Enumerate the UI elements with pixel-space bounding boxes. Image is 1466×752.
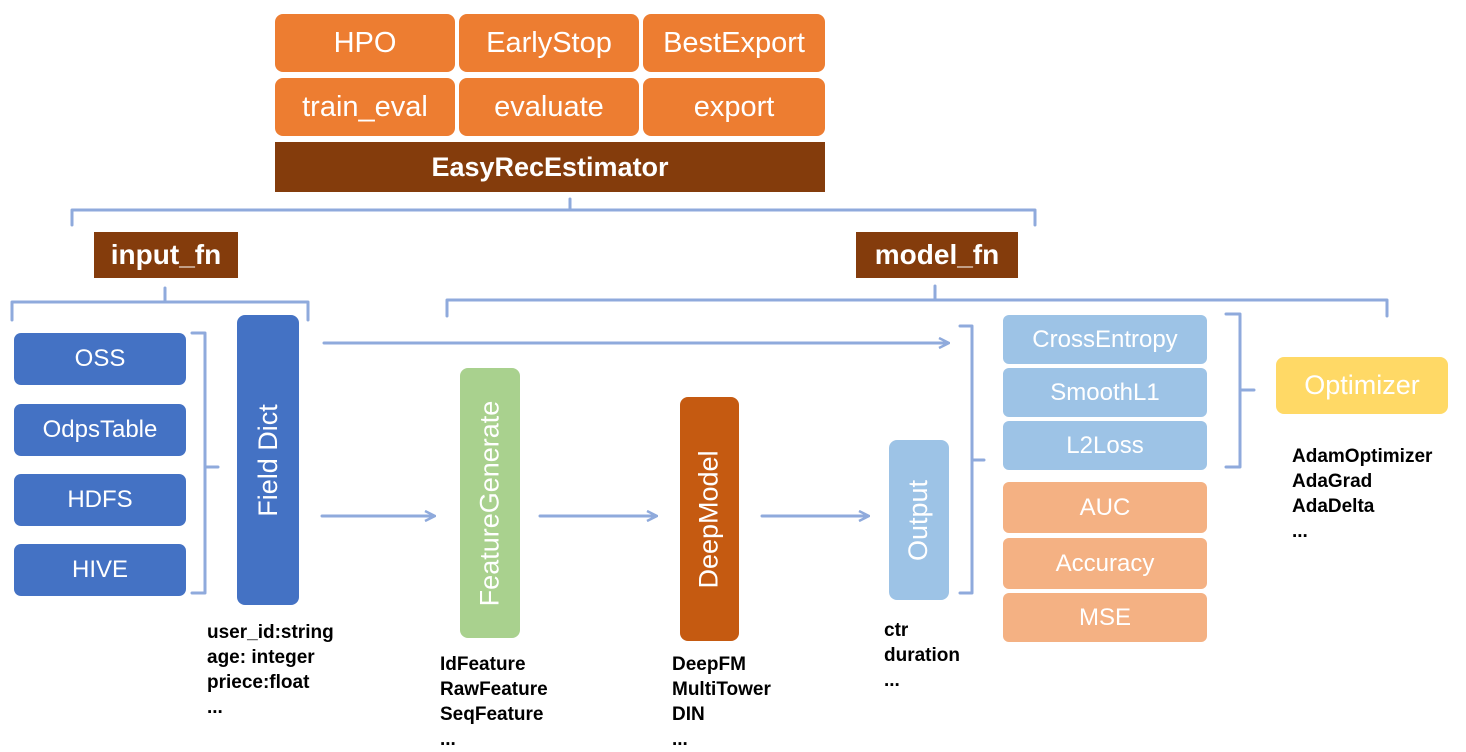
output-example: duration	[884, 645, 960, 666]
feature-example: ...	[440, 729, 456, 750]
early-stop-box: EarlyStop	[459, 14, 639, 72]
field-example: ...	[207, 697, 223, 718]
evaluate-box: evaluate	[459, 78, 639, 136]
best-export-box: BestExport	[643, 14, 825, 72]
field-dict-examples: user_id:string age: integer priece:float…	[207, 620, 334, 720]
optimizer-examples: AdamOptimizer AdaGrad AdaDelta ...	[1292, 444, 1432, 544]
deep-model-label: DeepModel	[694, 449, 724, 589]
feature-example: IdFeature	[440, 654, 526, 675]
field-dict-label: Field Dict	[252, 403, 283, 517]
field-example: priece:float	[207, 672, 310, 693]
output-label: Output	[903, 479, 934, 561]
best-export-label: BestExport	[663, 26, 805, 59]
train-eval-label: train_eval	[302, 90, 428, 123]
train-eval-box: train_eval	[275, 78, 455, 136]
loss-cross-entropy-label: CrossEntropy	[1032, 325, 1178, 353]
output-brace	[958, 324, 986, 595]
optimizer-example: AdamOptimizer	[1292, 446, 1433, 467]
optimizer-example: ...	[1292, 521, 1308, 542]
output-box: Output	[889, 440, 949, 600]
metric-mse-label: MSE	[1078, 603, 1131, 631]
field-dict-box: Field Dict	[237, 315, 299, 605]
loss-l2: L2Loss	[1003, 421, 1207, 470]
model-examples: DeepFM MultiTower DIN ...	[672, 652, 771, 752]
input-fn-label: input_fn	[110, 239, 222, 270]
metric-auc-label: AUC	[1079, 493, 1131, 521]
optimizer-label: Optimizer	[1304, 370, 1420, 400]
loss-brace	[1224, 312, 1256, 469]
loss-smooth-l1-label: SmoothL1	[1050, 378, 1160, 406]
feature-generate-label: FeatureGenerate	[474, 400, 505, 606]
source-hdfs-label: HDFS	[67, 486, 133, 513]
source-hive-label: HIVE	[71, 556, 128, 583]
model-fn-label-box: model_fn	[856, 232, 1018, 278]
model-example: MultiTower	[672, 679, 771, 700]
feature-example: RawFeature	[440, 679, 548, 700]
optimizer-example: AdaGrad	[1292, 471, 1373, 492]
metric-accuracy-label: Accuracy	[1055, 549, 1155, 577]
output-example: ctr	[884, 620, 909, 641]
field-example: user_id:string	[207, 622, 334, 643]
model-example: ...	[672, 729, 688, 750]
output-example: ...	[884, 670, 900, 691]
metric-accuracy: Accuracy	[1003, 538, 1207, 589]
model-fn-label: model_fn	[874, 239, 1000, 270]
source-odps-table: OdpsTable	[14, 404, 186, 456]
sources-brace	[190, 331, 220, 595]
model-example: DIN	[672, 704, 705, 725]
model-fn-brace	[445, 284, 1389, 318]
export-label: export	[693, 90, 775, 123]
loss-cross-entropy: CrossEntropy	[1003, 315, 1207, 364]
input-fn-brace	[10, 286, 310, 322]
early-stop-label: EarlyStop	[486, 26, 612, 59]
metric-mse: MSE	[1003, 593, 1207, 642]
field-example: age: integer	[207, 647, 315, 668]
hpo-label: HPO	[333, 26, 397, 59]
evaluate-label: evaluate	[494, 90, 604, 123]
source-hdfs: HDFS	[14, 474, 186, 526]
model-example: DeepFM	[672, 654, 746, 675]
hpo-box: HPO	[275, 14, 455, 72]
source-oss: OSS	[14, 333, 186, 385]
optimizer-box: Optimizer	[1276, 357, 1448, 414]
source-odps-table-label: OdpsTable	[42, 416, 158, 443]
estimator-brace	[70, 197, 1037, 227]
source-hive: HIVE	[14, 544, 186, 596]
export-box: export	[643, 78, 825, 136]
deep-model-box: DeepModel	[680, 397, 739, 641]
loss-smooth-l1: SmoothL1	[1003, 368, 1207, 417]
metric-auc: AUC	[1003, 482, 1207, 533]
optimizer-example: AdaDelta	[1292, 496, 1375, 517]
easyrec-estimator-label: EasyRecEstimator	[431, 151, 669, 182]
feature-generate-box: FeatureGenerate	[460, 368, 520, 638]
input-fn-label-box: input_fn	[94, 232, 238, 278]
feature-examples: IdFeature RawFeature SeqFeature ...	[440, 652, 548, 752]
feature-example: SeqFeature	[440, 704, 544, 725]
source-oss-label: OSS	[74, 345, 126, 372]
easyrec-estimator-bar: EasyRecEstimator	[275, 142, 825, 192]
output-examples: ctr duration ...	[884, 618, 960, 693]
loss-l2-label: L2Loss	[1066, 431, 1144, 459]
